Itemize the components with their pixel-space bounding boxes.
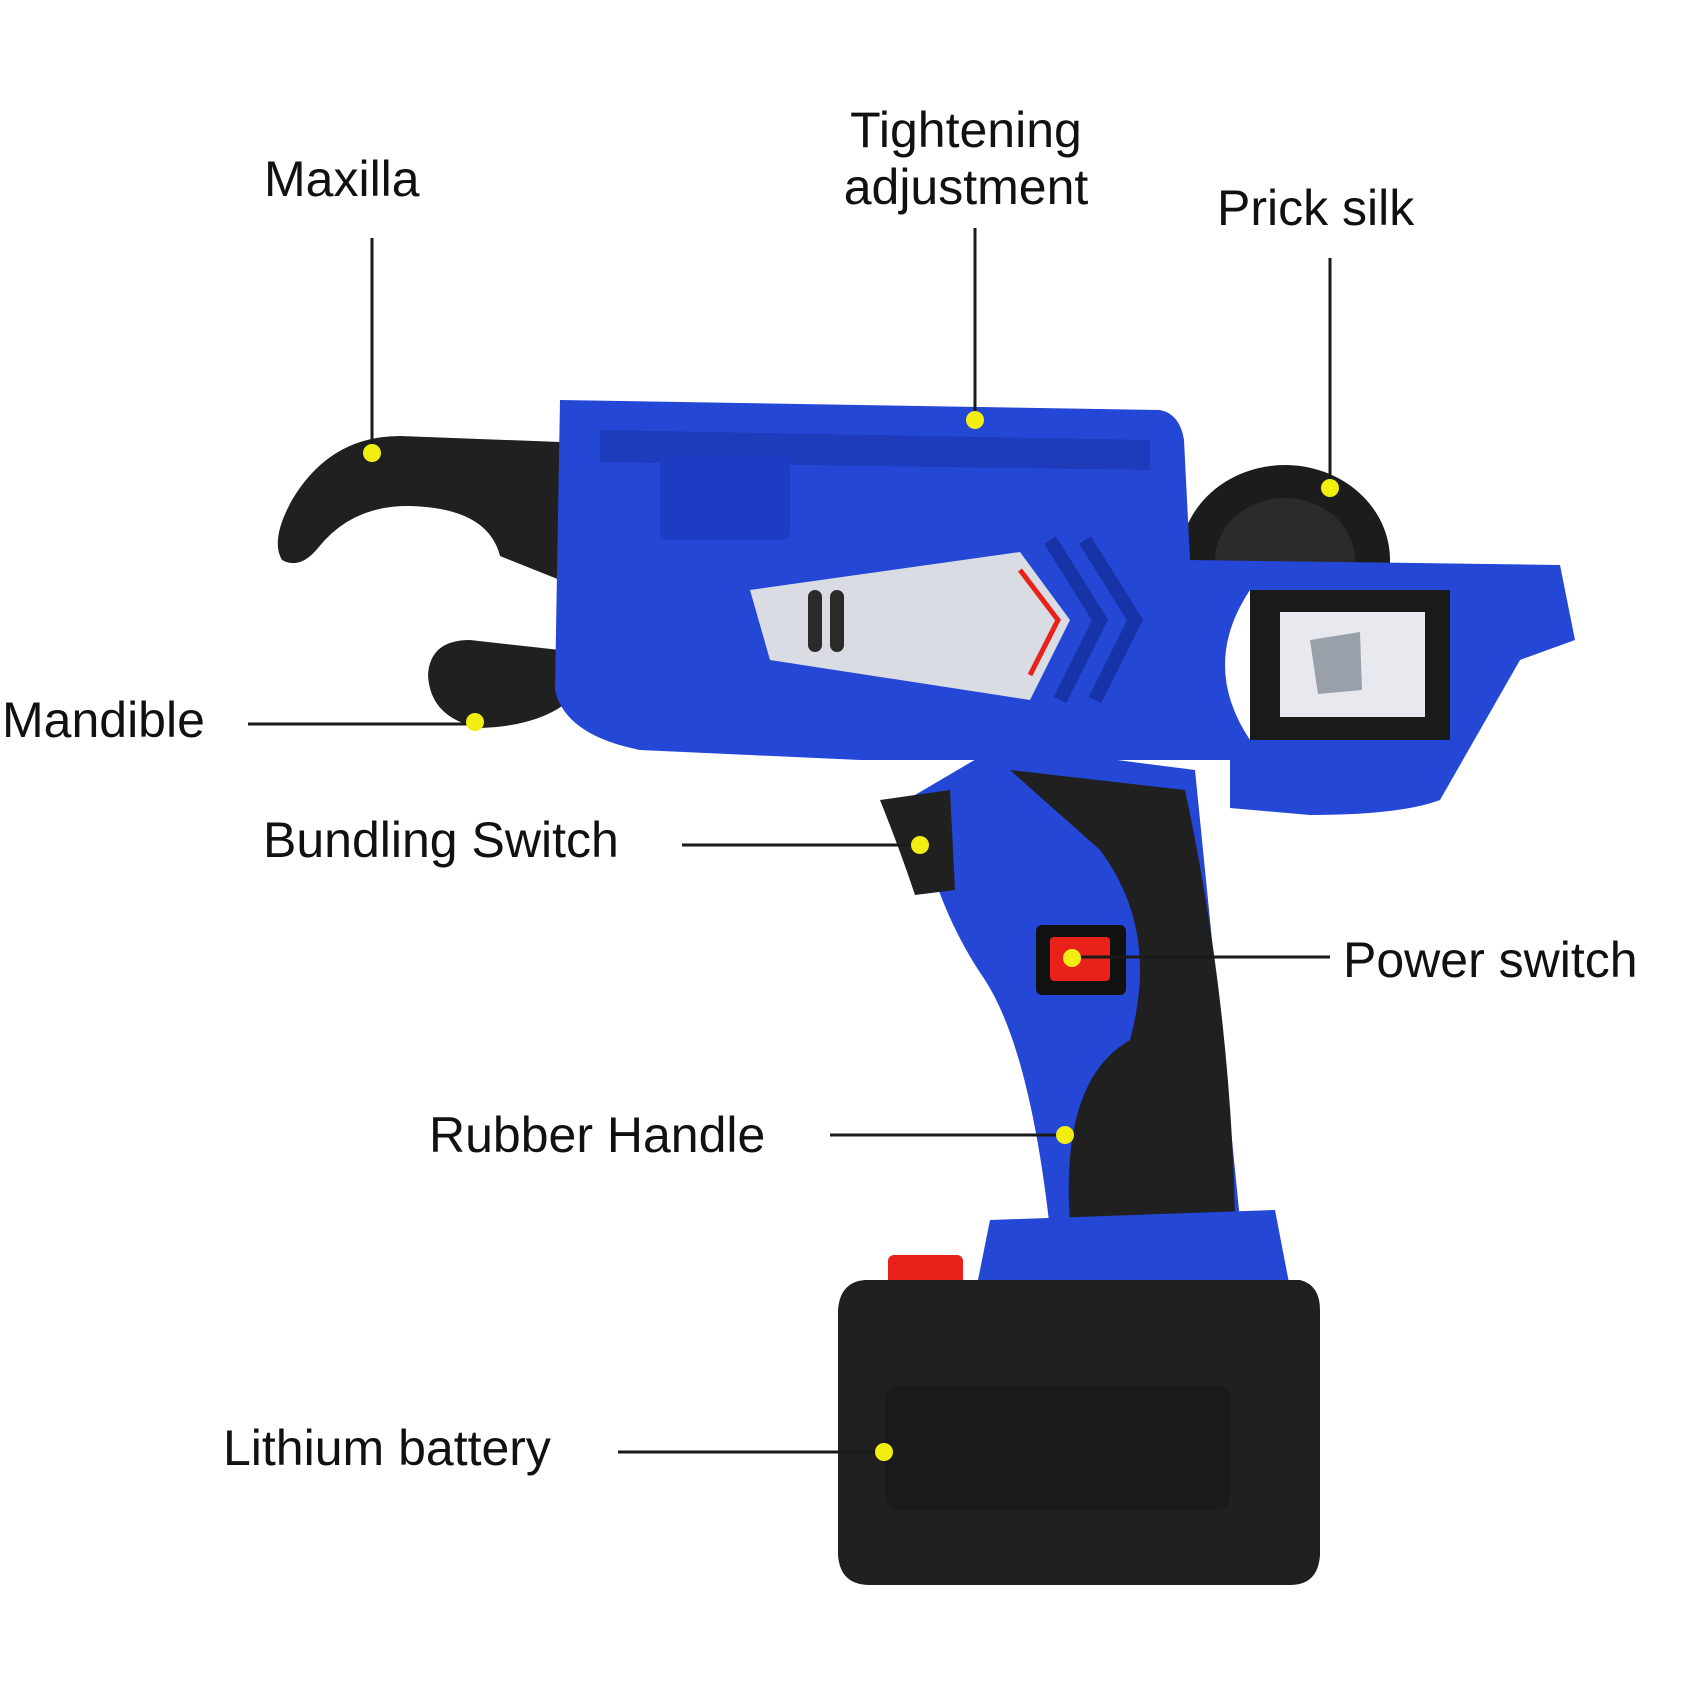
- ridge-2: [1079, 536, 1144, 704]
- marker-power-dot: [1063, 949, 1081, 967]
- battery-panel: [885, 1385, 1230, 1510]
- marker-rubber-dot: [1056, 1126, 1074, 1144]
- label-prick-silk: Prick silk: [1217, 180, 1415, 236]
- labels: Maxilla Tightening adjustment Prick silk…: [2, 102, 1638, 1476]
- label-bundling-switch: Bundling Switch: [263, 812, 619, 868]
- ridge-1: [1044, 536, 1109, 704]
- silver-side-panel: [750, 552, 1070, 700]
- label-power-switch: Power switch: [1343, 932, 1638, 988]
- panel-red-chevron: [1018, 568, 1061, 677]
- panel-slot-1: [808, 590, 822, 652]
- leader-lines: [248, 228, 1332, 1454]
- marker-tightening-dot: [966, 411, 984, 429]
- marker-maxilla-dot: [363, 444, 381, 462]
- label-maxilla: Maxilla: [264, 151, 420, 207]
- panel-slot-2: [830, 590, 844, 652]
- marker-prick-silk-dot: [1321, 479, 1339, 497]
- marker-dots: [363, 411, 1339, 1461]
- mandible-jaw: [428, 640, 570, 728]
- maxilla-jaw: [277, 436, 560, 580]
- label-tightening-line2: adjustment: [844, 159, 1089, 215]
- rubber-grip: [1010, 770, 1235, 1222]
- housing-vent-block: [660, 455, 790, 540]
- label-lithium-battery: Lithium battery: [223, 1420, 551, 1476]
- marker-mandible-dot: [466, 713, 484, 731]
- label-tightening-line1: Tightening: [850, 102, 1082, 158]
- wire-guide-lens: [1310, 632, 1362, 694]
- label-rubber-handle: Rubber Handle: [429, 1107, 765, 1163]
- marker-battery-dot: [875, 1443, 893, 1461]
- marker-bundling-dot: [911, 836, 929, 854]
- tool-illustration: [277, 400, 1575, 1585]
- label-mandible: Mandible: [2, 692, 205, 748]
